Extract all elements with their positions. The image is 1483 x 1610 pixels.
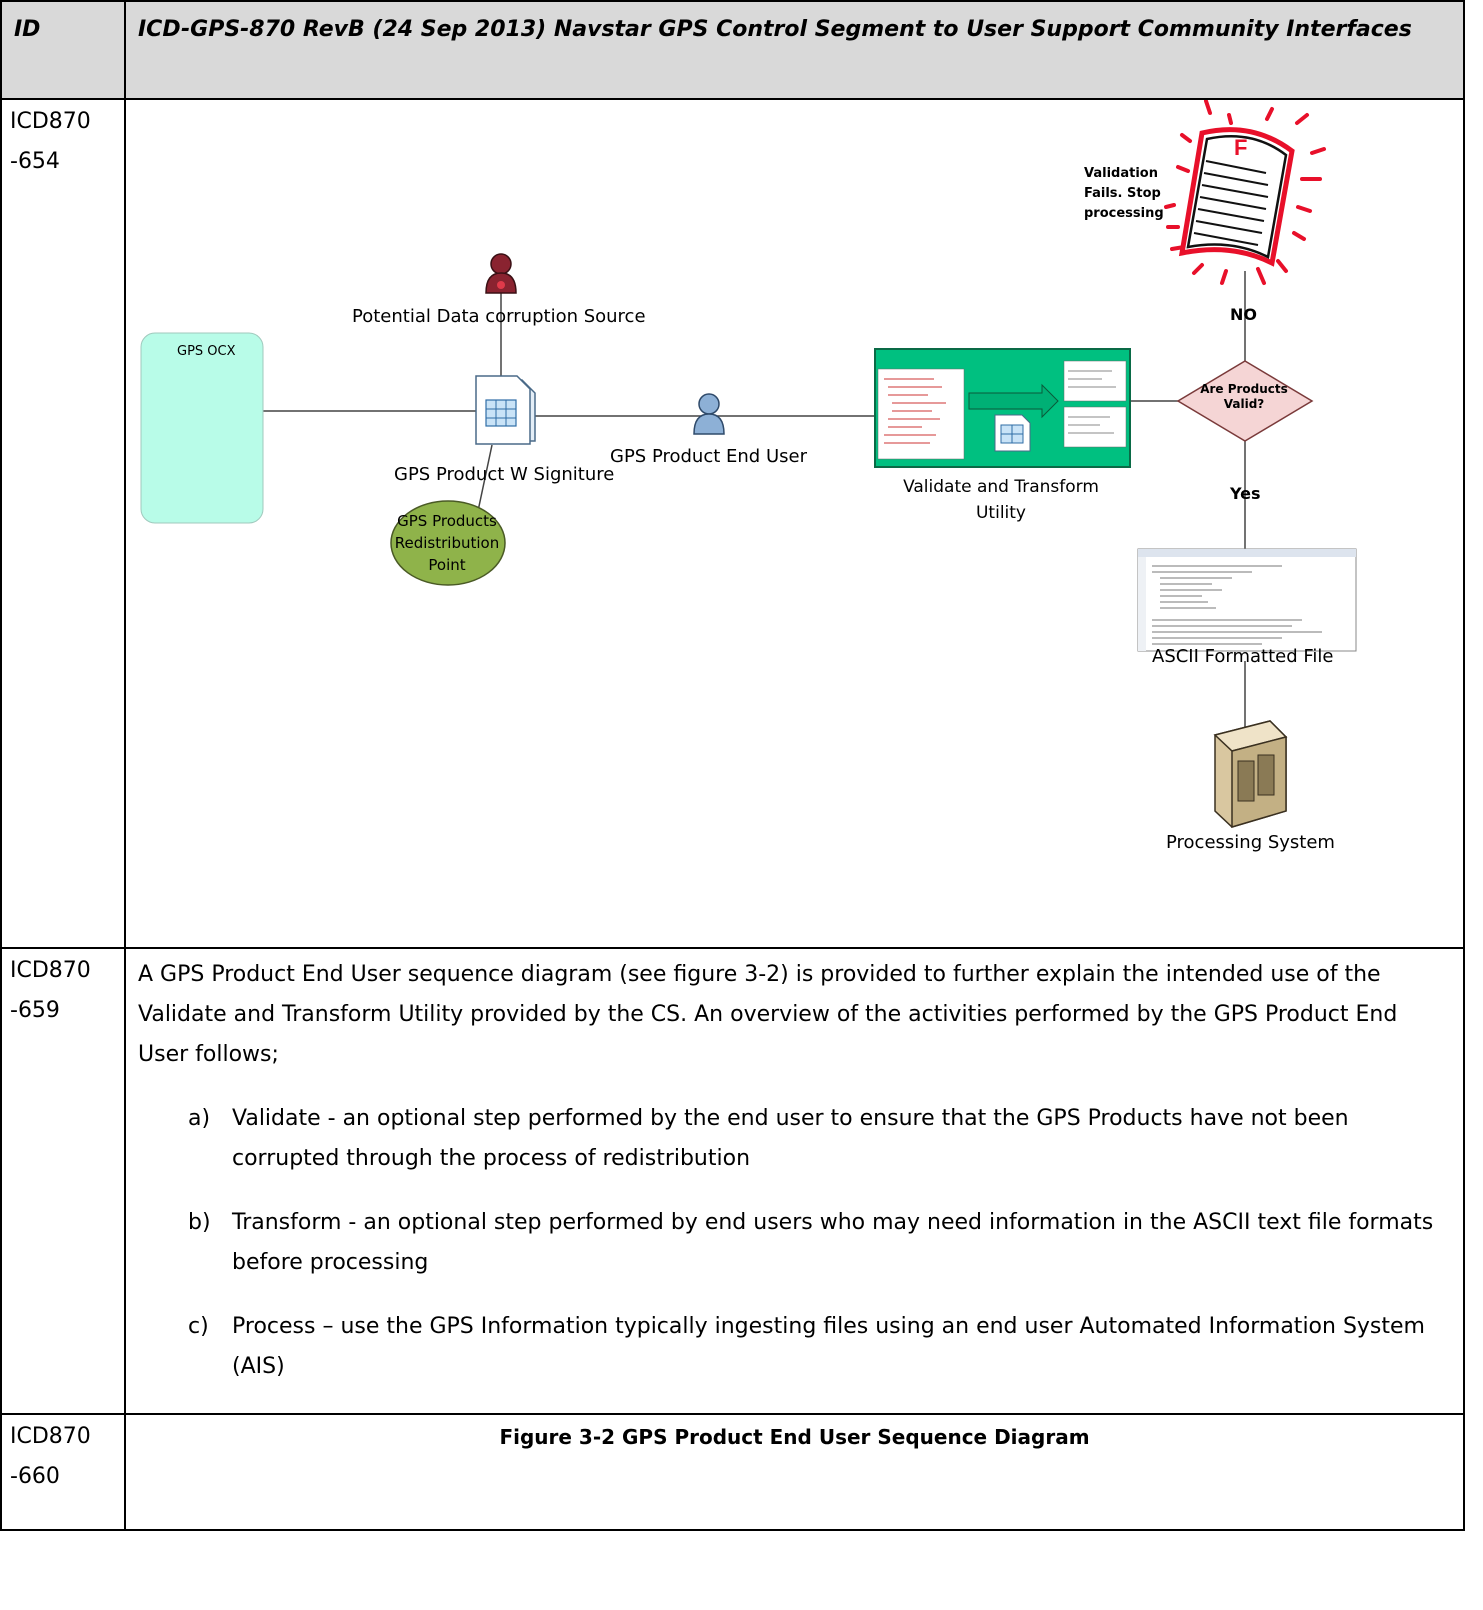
gps-ocx-box bbox=[140, 332, 264, 524]
failure-label: Validation Fails. Stop processing bbox=[1084, 166, 1164, 221]
decision-label: Are Products Valid? bbox=[1200, 382, 1288, 411]
processing-server-icon bbox=[1213, 720, 1288, 829]
connector-lines bbox=[263, 271, 1246, 727]
yes-label: Yes bbox=[1230, 484, 1261, 503]
validate-transform-utility-image bbox=[874, 348, 1131, 468]
diagram-cell: F bbox=[124, 98, 1465, 949]
row-id: ICD870 -659 bbox=[0, 947, 126, 1415]
redistribution-point-ellipse bbox=[390, 500, 506, 586]
product-document-icon bbox=[475, 375, 536, 445]
sequence-diagram: F bbox=[140, 100, 1357, 829]
list-item: c) Process – use the GPS Information typ… bbox=[188, 1314, 1425, 1379]
list-item: a) Validate - an optional step performed… bbox=[188, 1106, 1349, 1171]
no-label: NO bbox=[1230, 305, 1257, 324]
failure-document-lines bbox=[1193, 160, 1269, 246]
ascii-file-image bbox=[1137, 548, 1357, 652]
product-signature-label: GPS Product W Signiture bbox=[394, 464, 615, 485]
validation-failure-burst-icon bbox=[1164, 100, 1326, 285]
end-user-label: GPS Product End User bbox=[610, 446, 807, 467]
gps-ocx-label: GPS OCX bbox=[177, 344, 236, 359]
list-item: b) Transform - an optional step performe… bbox=[188, 1210, 1434, 1275]
description-cell: A GPS Product End User sequence diagram … bbox=[124, 947, 1465, 1415]
processing-system-label: Processing System bbox=[1166, 832, 1335, 853]
table-row: ICD870 -659 A GPS Product End User seque… bbox=[0, 947, 1465, 1415]
row-id: ICD870 -654 bbox=[0, 98, 126, 949]
header-title: ICD-GPS-870 RevB (24 Sep 2013) Navstar G… bbox=[124, 0, 1465, 100]
header-id: ID bbox=[0, 0, 126, 100]
header-row: ID ICD-GPS-870 RevB (24 Sep 2013) Navsta… bbox=[0, 0, 1465, 100]
ascii-file-label: ASCII Formatted File bbox=[1152, 646, 1334, 667]
end-user-person-icon bbox=[693, 393, 725, 435]
corruption-source-person-icon bbox=[485, 253, 517, 294]
table-row: ICD870 -660 Figure 3-2 GPS Product End U… bbox=[0, 1413, 1465, 1531]
validate-utility-label: Validate and Transform Utility bbox=[903, 477, 1099, 523]
table-row: ICD870 -654 bbox=[0, 98, 1465, 949]
redistribution-label: GPS Products Redistribution Point bbox=[394, 512, 500, 574]
decision-diamond bbox=[1176, 360, 1314, 442]
requirements-table: ID ICD-GPS-870 RevB (24 Sep 2013) Navsta… bbox=[0, 0, 1465, 1531]
intro-paragraph: A GPS Product End User sequence diagram … bbox=[138, 962, 1398, 1067]
figure-caption: Figure 3-2 GPS Product End User Sequence… bbox=[124, 1413, 1465, 1531]
corruption-source-label: Potential Data corruption Source bbox=[352, 306, 646, 327]
svg-text:F: F bbox=[1234, 135, 1247, 160]
row-id: ICD870 -660 bbox=[0, 1413, 126, 1531]
